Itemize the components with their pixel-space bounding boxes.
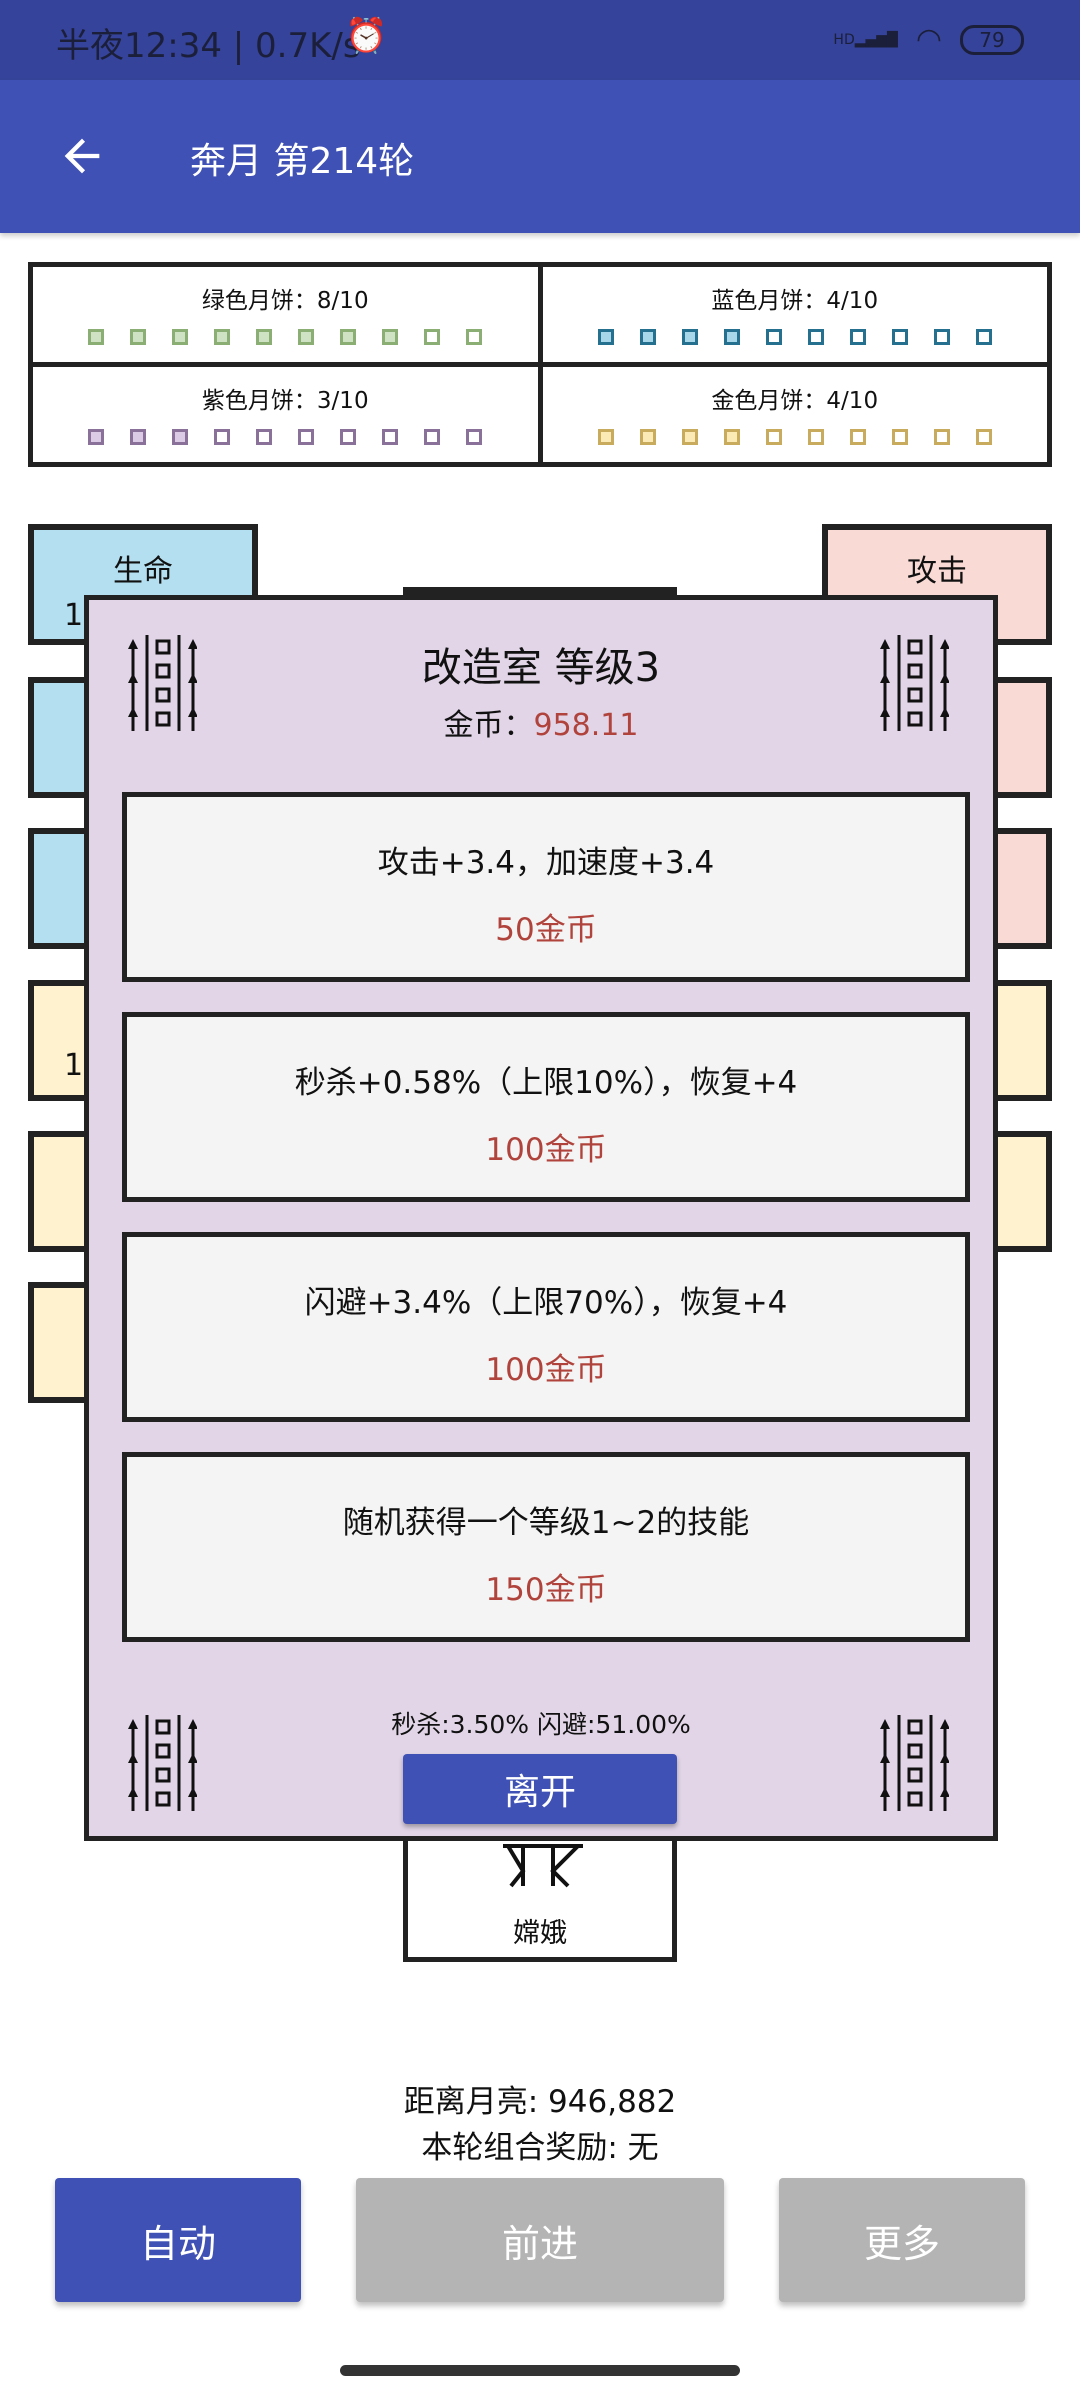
mooncake-slot-filled [681, 429, 698, 445]
option-cost: 150金币 [485, 1572, 607, 1608]
mooncake-slot-empty [807, 429, 824, 445]
decoration-arrows-icon [880, 635, 949, 731]
option-description: 闪避+3.4%（上限70%），恢复+4 [304, 1285, 788, 1321]
dialog-title: 改造室 等级3 [421, 645, 661, 691]
mooncake-slot-filled [723, 429, 740, 445]
mooncake-slot-filled [597, 429, 614, 445]
mooncake-slot-empty [466, 329, 483, 345]
mooncake-slot-filled [597, 329, 614, 345]
mooncake-slot-empty [382, 429, 399, 445]
option-cost: 100金币 [485, 1132, 607, 1168]
mooncake-label: 金色月饼：4/10 [711, 388, 879, 414]
combo-reward: 本轮组合奖励: 无 [421, 2130, 659, 2166]
mooncake-slot-empty [849, 429, 866, 445]
mooncake-slot-empty [765, 329, 782, 345]
mooncake-slot-empty [933, 429, 950, 445]
app-bar: 奔月 第214轮 [0, 80, 1080, 233]
mooncake-progress [33, 429, 538, 445]
mooncake-slot-filled [256, 329, 273, 345]
option-cost: 50金币 [495, 912, 597, 948]
upgrade-room-dialog: 改造室 等级3 金币：958.11 攻击+3.4，加速度+3.4 50金币 秒杀+… [84, 595, 998, 1841]
mooncake-slot-filled [382, 329, 399, 345]
mooncake-label: 紫色月饼：3/10 [201, 388, 369, 414]
status-bar: 半夜12:34 | 0.7K/s ⏰ HD▂▄▆█ ◠ 79 [0, 0, 1080, 80]
mooncake-slot-empty [256, 429, 273, 445]
gold-value: 958.11 [533, 708, 639, 743]
mooncake-slot-empty [933, 329, 950, 345]
option-description: 攻击+3.4，加速度+3.4 [377, 845, 715, 881]
mooncake-slot-empty [214, 429, 231, 445]
mooncake-slot-empty [975, 429, 992, 445]
character-icon [503, 1844, 583, 1888]
leave-button[interactable]: 离开 [403, 1754, 677, 1824]
gold-label: 金币： [443, 708, 534, 743]
mooncake-slot-empty [849, 329, 866, 345]
mooncake-blue: 蓝色月饼：4/10 [542, 267, 1048, 362]
mooncake-slot-empty [424, 429, 441, 445]
upgrade-option-instakill[interactable]: 秒杀+0.58%（上限10%），恢复+4 100金币 [122, 1012, 970, 1202]
mooncake-slot-empty [424, 329, 441, 345]
mooncake-slot-empty [891, 429, 908, 445]
mooncake-slot-filled [298, 329, 315, 345]
mooncake-slot-filled [130, 429, 147, 445]
mooncake-slot-filled [340, 329, 357, 345]
more-button[interactable]: 更多 [779, 2178, 1025, 2302]
tile-value-fragment: 1 [64, 1048, 84, 1083]
mooncake-label: 蓝色月饼：4/10 [711, 288, 879, 314]
back-arrow-icon[interactable] [56, 130, 108, 182]
stats-text: 秒杀:3.50% 闪避:51.00% [391, 1710, 691, 1739]
mooncake-slot-empty [298, 429, 315, 445]
tile-value-fragment: 1 [64, 598, 84, 633]
mooncake-slot-filled [639, 429, 656, 445]
character-name: 嫦娥 [513, 1918, 567, 1949]
mooncake-slot-empty [891, 329, 908, 345]
mooncake-slot-filled [214, 329, 231, 345]
mooncake-gold: 金色月饼：4/10 [542, 367, 1048, 462]
mooncake-slot-filled [88, 329, 105, 345]
mooncake-slot-filled [88, 429, 105, 445]
mooncake-slot-filled [172, 429, 189, 445]
distance-to-moon: 距离月亮: 946,882 [403, 2084, 677, 2120]
mooncake-slot-empty [340, 429, 357, 445]
mooncake-slot-filled [639, 329, 656, 345]
mooncake-slot-filled [130, 329, 147, 345]
mooncake-progress [543, 429, 1048, 445]
decoration-arrows-icon [128, 1715, 197, 1811]
forward-button[interactable]: 前进 [356, 2178, 724, 2302]
auto-button[interactable]: 自动 [55, 2178, 301, 2302]
option-cost: 100金币 [485, 1352, 607, 1388]
mooncake-slot-filled [172, 329, 189, 345]
option-description: 随机获得一个等级1~2的技能 [342, 1505, 750, 1541]
upgrade-option-random-skill[interactable]: 随机获得一个等级1~2的技能 150金币 [122, 1452, 970, 1642]
mooncake-label: 绿色月饼：8/10 [201, 288, 369, 314]
gesture-nav-bar[interactable] [340, 2365, 740, 2376]
mooncake-slot-filled [723, 329, 740, 345]
mooncake-panel: 绿色月饼：8/10 蓝色月饼：4/10 紫色月饼：3/10 金色月饼：4/10 [28, 262, 1052, 467]
decoration-arrows-icon [880, 1715, 949, 1811]
upgrade-option-attack[interactable]: 攻击+3.4，加速度+3.4 50金币 [122, 792, 970, 982]
wifi-icon: ◠ [915, 22, 942, 57]
tile-label: 攻击 [907, 554, 967, 589]
character-card[interactable]: 嫦娥 [403, 1836, 677, 1962]
upgrade-option-dodge[interactable]: 闪避+3.4%（上限70%），恢复+4 100金币 [122, 1232, 970, 1422]
mooncake-progress [33, 329, 538, 345]
mooncake-slot-empty [466, 429, 483, 445]
tile-label: 生命 [113, 554, 173, 589]
gold-display: 金币：958.11 [89, 700, 993, 744]
decoration-arrows-icon [128, 635, 197, 731]
option-description: 秒杀+0.58%（上限10%），恢复+4 [294, 1065, 798, 1101]
mooncake-green: 绿色月饼：8/10 [33, 267, 538, 362]
page-title: 奔月 第214轮 [190, 141, 415, 182]
mooncake-slot-filled [681, 329, 698, 345]
signal-label: HD [833, 31, 855, 48]
mooncake-slot-empty [975, 329, 992, 345]
signal-icon: HD▂▄▆█ [833, 31, 898, 48]
mooncake-progress [543, 329, 1048, 345]
status-time: 半夜12:34 | 0.7K/s [56, 26, 361, 66]
mooncake-slot-empty [765, 429, 782, 445]
mooncake-slot-empty [807, 329, 824, 345]
mooncake-purple: 紫色月饼：3/10 [33, 367, 538, 462]
alarm-icon: ⏰ [345, 16, 388, 56]
battery-icon: 79 [960, 24, 1024, 55]
